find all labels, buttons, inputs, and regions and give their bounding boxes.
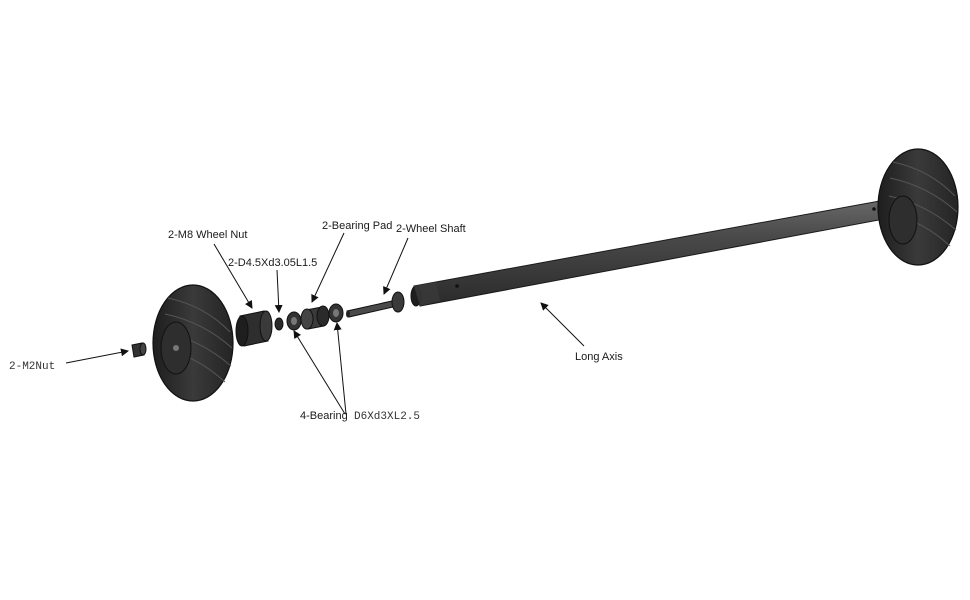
label-bearing: 4-Bearing <box>300 410 348 422</box>
bearing-pad-set <box>274 303 344 331</box>
label-long-axis: Long Axis <box>575 351 623 363</box>
wheel-nut <box>235 310 273 347</box>
label-bearing-size: D6Xd3XL2.5 <box>354 411 420 423</box>
long-axis-rod <box>410 197 901 307</box>
right-wheel <box>877 148 959 266</box>
m2-nut <box>131 342 147 358</box>
label-spacer: 2-D4.5Xd3.05L1.5 <box>228 257 317 269</box>
label-wheel-nut: 2-M8 Wheel Nut <box>168 229 247 241</box>
wheel-shaft <box>346 291 405 318</box>
label-wheel-shaft: 2-Wheel Shaft <box>396 223 466 235</box>
leader-lines <box>65 232 585 415</box>
label-m2-nut: 2-M2Nut <box>9 361 55 373</box>
label-bearing-pad: 2-Bearing Pad <box>322 220 392 232</box>
left-wheel <box>152 284 234 402</box>
